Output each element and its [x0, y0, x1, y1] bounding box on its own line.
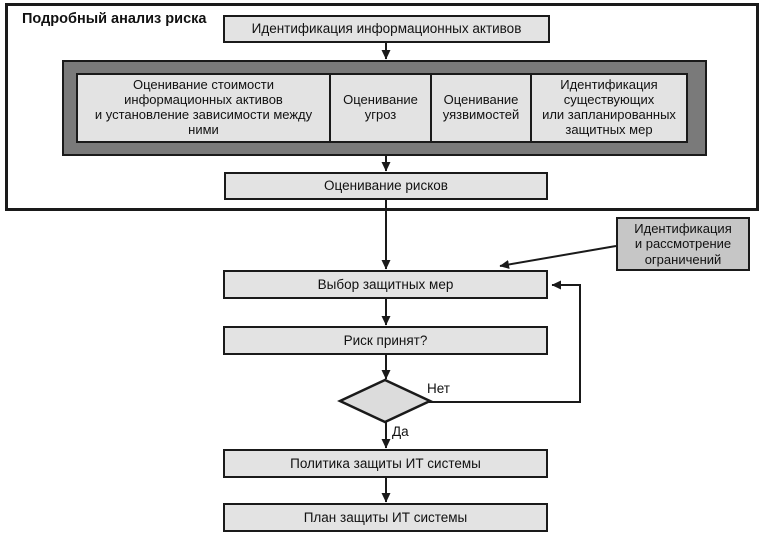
node-assess-threats: Оценивание угроз	[329, 73, 432, 143]
frame-title: Подробный анализ риска	[22, 11, 207, 27]
node-risk-accepted: Риск принят?	[223, 326, 548, 355]
arrow-no-feedback-loop	[429, 280, 581, 403]
node-assess-vulnerabilities: Оценивание уязвимостей	[430, 73, 532, 143]
label-no: Нет	[427, 381, 450, 396]
arrow-constraints-to-select	[499, 245, 617, 269]
node-it-security-plan: План защиты ИТ системы	[223, 503, 548, 532]
node-assess-risks: Оценивание рисков	[224, 172, 548, 200]
node-assess-value: Оценивание стоимости информационных акти…	[76, 73, 331, 143]
node-it-security-policy: Политика защиты ИТ системы	[223, 449, 548, 478]
label-yes: Да	[392, 424, 409, 439]
node-constraints: Идентификация и рассмотрение ограничений	[616, 217, 750, 271]
assessment-group: Оценивание стоимости информационных акти…	[62, 60, 707, 156]
decision-diamond	[337, 378, 433, 424]
node-identify-safeguards: Идентификация существующих или запланиро…	[530, 73, 688, 143]
node-identify-assets: Идентификация информационных активов	[223, 15, 550, 43]
node-select-safeguards: Выбор защитных мер	[223, 270, 548, 299]
detailed-analysis-frame	[5, 3, 759, 211]
